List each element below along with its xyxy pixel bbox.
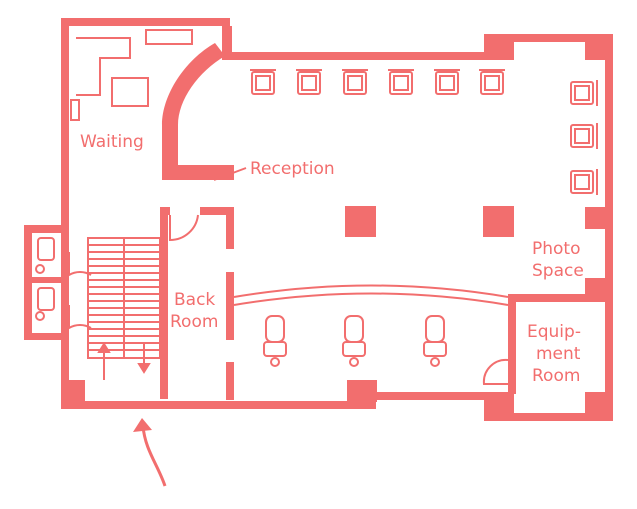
equipment-wall xyxy=(508,294,608,302)
backroom-wall xyxy=(200,207,234,215)
armchair-icon xyxy=(570,80,598,106)
camera-icon xyxy=(342,315,366,367)
entrance-arrow-icon xyxy=(133,418,167,487)
label-back-room-2: Room xyxy=(170,312,218,332)
wall-pier xyxy=(69,380,85,404)
label-equipment-room-3: Room xyxy=(532,366,580,386)
armchair-icon xyxy=(250,69,276,95)
column-icon xyxy=(483,206,514,237)
armchair-icon xyxy=(570,169,598,195)
camera-icon xyxy=(423,315,447,367)
wall-pier xyxy=(484,392,514,421)
equipment-wall xyxy=(508,294,516,394)
backroom-wall xyxy=(160,207,168,399)
door-toilet-upper xyxy=(68,252,92,277)
backroom-wall xyxy=(226,207,234,249)
reception-leader xyxy=(213,167,247,181)
wall-pier xyxy=(585,392,613,421)
staircase-icon xyxy=(87,237,161,380)
waiting-shelf xyxy=(145,29,193,45)
toilet-divider xyxy=(32,277,69,283)
backroom-wall xyxy=(160,207,170,215)
wall-pier xyxy=(484,34,514,60)
armchair-icon xyxy=(388,69,414,95)
label-equipment-room-2: ment xyxy=(536,344,581,364)
column-icon xyxy=(345,206,376,237)
backroom-wall xyxy=(226,272,234,340)
door-toilet-lower xyxy=(68,305,92,330)
waiting-cabinet xyxy=(70,99,80,121)
door-equipment xyxy=(482,358,509,385)
wall-pier xyxy=(222,26,232,60)
armchair-icon xyxy=(434,69,460,95)
reception-desk xyxy=(162,165,234,180)
armchair-icon xyxy=(479,69,505,95)
waiting-table xyxy=(111,77,149,107)
wall-pier xyxy=(347,380,377,402)
waiting-counter xyxy=(76,37,131,96)
label-photo-space-2: Space xyxy=(532,261,584,281)
backdrop-rail xyxy=(233,284,509,306)
toilet-icon xyxy=(35,287,55,321)
camera-icon xyxy=(263,315,287,367)
label-reception: Reception xyxy=(250,159,335,179)
wall-pier xyxy=(585,207,605,229)
wall-pier xyxy=(585,34,613,60)
door-backroom xyxy=(169,214,199,242)
armchair-icon xyxy=(296,69,322,95)
toilet-icon xyxy=(35,237,55,274)
toilet-annex-wall xyxy=(24,225,69,340)
label-photo-space: Photo xyxy=(532,239,581,259)
backroom-wall xyxy=(226,362,234,400)
label-waiting: Waiting xyxy=(80,132,144,152)
armchair-icon xyxy=(570,123,598,149)
label-back-room: Back xyxy=(174,290,215,310)
reception-counter xyxy=(162,43,225,166)
label-equipment-room: Equip- xyxy=(527,322,581,342)
armchair-icon xyxy=(342,69,368,95)
